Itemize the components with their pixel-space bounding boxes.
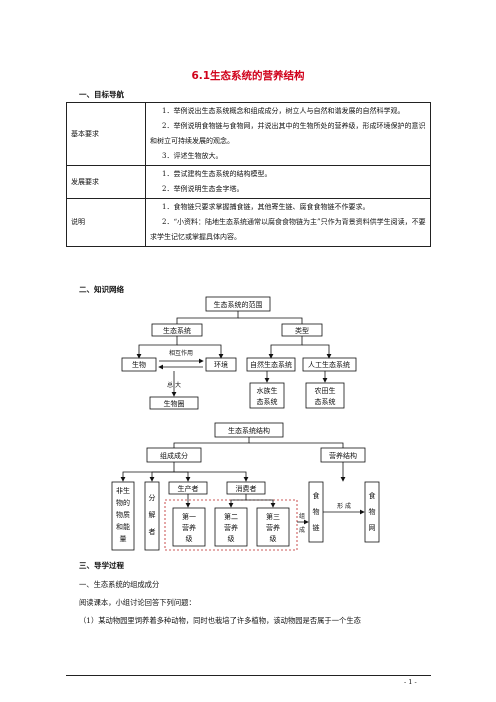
- level1-label-1: 第一: [182, 512, 196, 521]
- consumer-label: 消费者: [236, 484, 257, 493]
- farmland-label-2: 态系统: [315, 397, 336, 406]
- section-heading-process: 三、导学过程: [79, 561, 124, 570]
- page-number: - 1 -: [404, 678, 417, 686]
- environment-label: 环境: [214, 360, 228, 369]
- artificial-label: 人工生态系统: [308, 360, 350, 369]
- root-label: 生态系统的范围: [214, 300, 263, 309]
- interaction-label: 相互作用: [169, 349, 193, 357]
- level2-label-3: 级: [228, 534, 235, 543]
- biosphere-box: [149, 396, 199, 410]
- abiotic-label-2: 物的: [116, 498, 130, 507]
- body-line: 一、生态系统的组成成分: [79, 580, 160, 589]
- level2-box: [214, 507, 248, 547]
- list-item: 1．举例说出生态系统概念和组成成分，树立人与自然和谐发展的自然科学观。: [162, 107, 405, 115]
- producer-label: 生产者: [178, 484, 199, 493]
- row-label: 基本要求: [66, 102, 146, 166]
- food-web-box: [364, 481, 380, 543]
- goals-table: 基本要求 1．举例说出生态系统概念和组成成分，树立人与自然和谐发展的自然科学观。…: [66, 102, 431, 247]
- composition-label: 组成成分: [160, 451, 188, 460]
- decomposer-label-2: 解: [149, 510, 156, 519]
- aquarium-box: [249, 382, 285, 409]
- abiotic-label-5: 量: [120, 535, 127, 543]
- section-heading-network: 二、知识网络: [79, 285, 124, 294]
- aquarium-label-1: 水族生: [257, 386, 278, 395]
- list-item: 1．食物链只要求掌握捕食链，其他寄生链、腐食食物链不作要求。: [162, 203, 370, 211]
- row-label: 发展要求: [66, 165, 146, 199]
- list-item: 2．“小资料：陆地生态系统通常以腐食食物链为主”只作为背景资料供学生阅读，不要求…: [150, 218, 426, 241]
- ecosystem-range-diagram: 生态系统的范围 生态系统 类型 相互作用 生物 环境 自然生态系统 人工生态系统…: [121, 296, 357, 410]
- level1-label-2: 营养: [182, 523, 196, 532]
- decomposer-box: [144, 481, 160, 551]
- level3-label-2: 营养: [266, 523, 280, 532]
- nutrition-label: 营养结构: [329, 451, 357, 460]
- organism-label: 生物: [132, 360, 146, 369]
- aquarium-label-2: 态系统: [257, 397, 278, 406]
- body-line: 阅读课本，小组讨论回答下列问题：: [79, 598, 196, 607]
- compose-label-1: 组: [299, 512, 305, 520]
- food-chain-label-1: 食: [313, 491, 320, 500]
- list-item: 3．评述生物放大。: [162, 152, 223, 160]
- abiotic-label-1: 非生: [116, 486, 130, 495]
- table-row: 说明 1．食物链只要求掌握捕食链，其他寄生链、腐食食物链不作要求。 2．“小资料…: [66, 198, 431, 247]
- abiotic-label-3: 物质: [116, 510, 130, 519]
- level3-label-3: 级: [270, 534, 277, 543]
- food-web-label-3: 网: [369, 524, 376, 532]
- types-label: 类型: [295, 326, 309, 335]
- row-content: 1．尝试建构生态系统的结构模型。 2．举例说明生态金字塔。: [145, 165, 431, 199]
- ecosystem-label: 生态系统: [163, 326, 191, 335]
- form-label: 形 成: [337, 502, 351, 510]
- level3-label-1: 第三: [266, 512, 280, 521]
- food-web-label-2: 物: [369, 507, 376, 516]
- list-item: 2．举例说明食物链与食物网，并说出其中的生物所处的营养级，形成环境保护的意识和树…: [150, 122, 426, 145]
- row-content: 1．食物链只要求掌握捕食链，其他寄生链、腐食食物链不作要求。 2．“小资料：陆地…: [145, 198, 431, 247]
- decomposer-label-3: 者: [149, 528, 156, 536]
- body-line: （1）某动物园里饲养着多种动物，同时也栽培了许多植物，该动物园是否属于一个生态: [79, 616, 361, 625]
- row-label: 说明: [66, 198, 146, 247]
- compose-label-2: 成: [299, 526, 305, 534]
- list-item: 1．尝试建构生态系统的结构模型。: [162, 170, 272, 178]
- level1-label-3: 级: [186, 534, 193, 543]
- abiotic-label-4: 和能: [116, 522, 130, 531]
- level3-box: [256, 507, 290, 547]
- food-chain-label-2: 物: [313, 507, 320, 516]
- footer-divider: [66, 675, 431, 676]
- biosphere-label: 生物圈: [164, 399, 185, 408]
- root-label: 生态系统结构: [228, 426, 270, 435]
- decomposer-label-1: 分: [149, 493, 156, 502]
- farmland-box: [305, 382, 345, 409]
- list-item: 2．举例说明生态金字塔。: [162, 185, 244, 193]
- level2-label-2: 营养: [224, 523, 238, 532]
- food-chain-label-3: 链: [313, 523, 320, 532]
- table-row: 基本要求 1．举例说出生态系统概念和组成成分，树立人与自然和谐发展的自然科学观。…: [66, 102, 431, 166]
- abiotic-box: [111, 481, 135, 551]
- farmland-label-1: 农田生: [315, 386, 336, 395]
- food-web-label-1: 食: [369, 491, 376, 500]
- section-heading-goals: 一、目标导航: [79, 90, 124, 99]
- row-content: 1．举例说出生态系统概念和组成成分，树立人与自然和谐发展的自然科学观。 2．举例…: [145, 102, 431, 166]
- table-row: 发展要求 1．尝试建构生态系统的结构模型。 2．举例说明生态金字塔。: [66, 165, 431, 199]
- natural-label: 自然生态系统: [250, 360, 292, 369]
- level1-box: [172, 507, 206, 547]
- ecosystem-structure-diagram: 生态系统结构 组成成分 营养结构 非生 物的 物质 和能 量 分 解 者 生产者…: [111, 422, 380, 551]
- page-title: 6.1生态系统的营养结构: [191, 70, 305, 82]
- sum-label: 总 大: [167, 381, 181, 389]
- level2-label-1: 第二: [224, 512, 238, 521]
